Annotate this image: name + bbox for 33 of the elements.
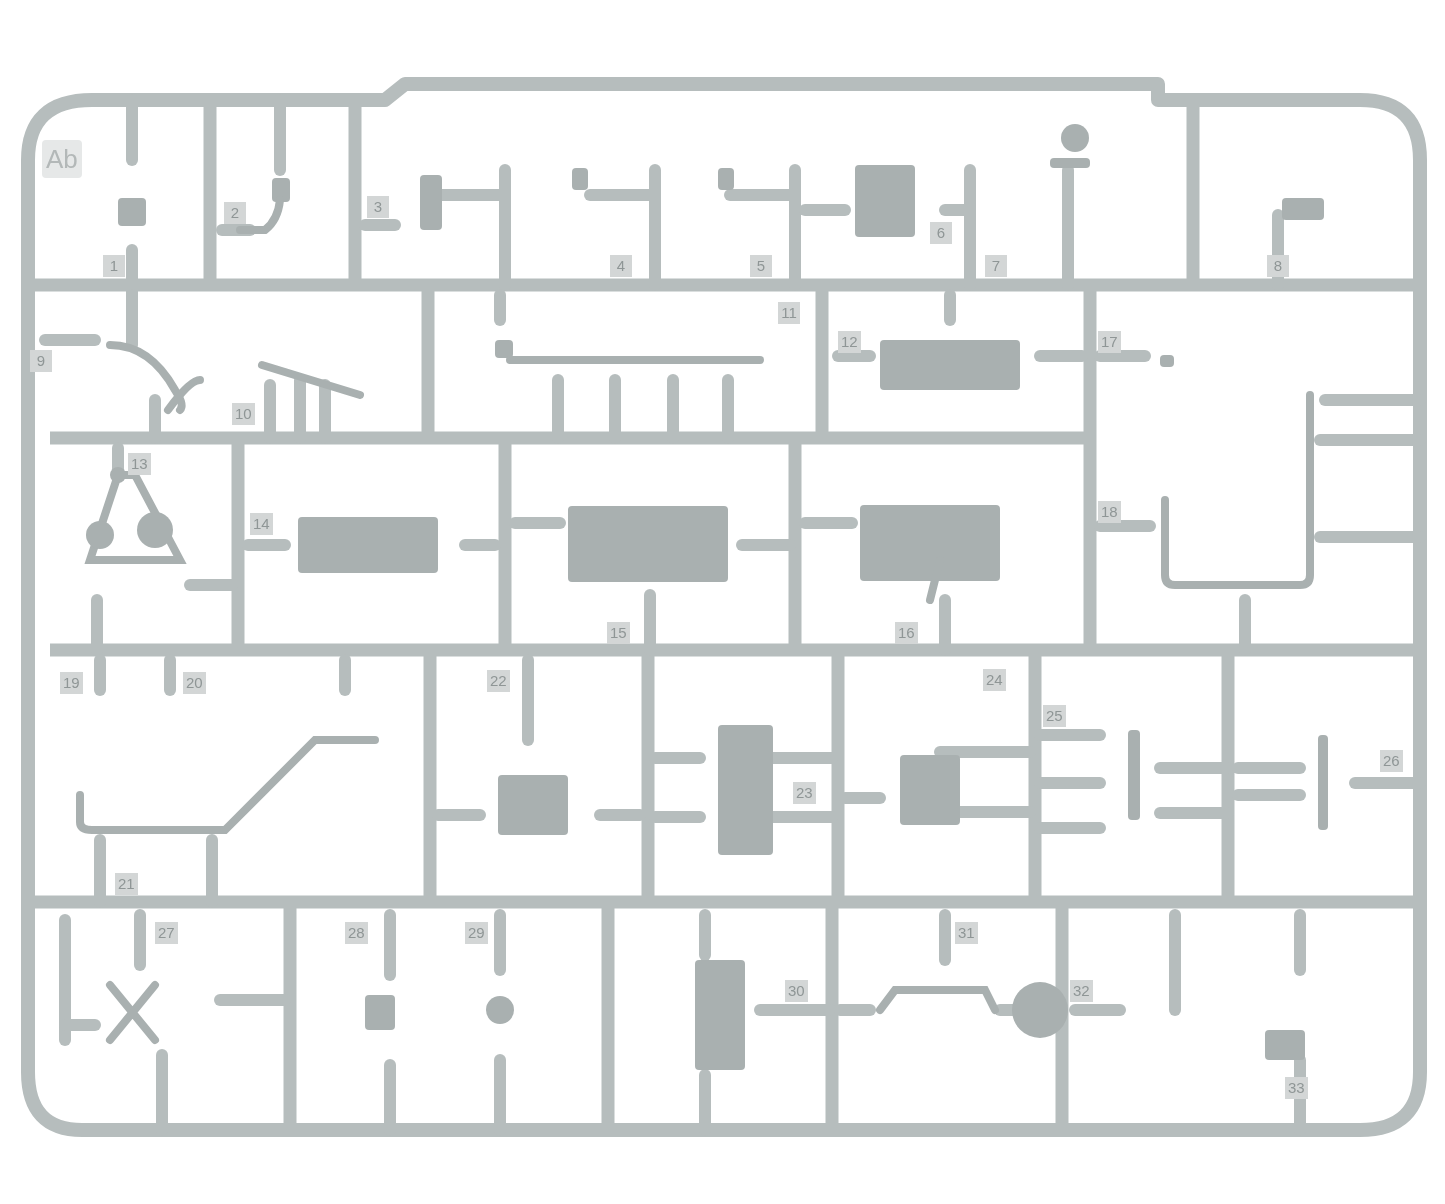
callout-number: 24 [983,669,1006,691]
callout-number: 14 [250,513,273,535]
callout-number: 28 [345,922,368,944]
callout-number: 27 [155,922,178,944]
callout-number: 1 [103,255,125,277]
callout-number: 10 [232,403,255,425]
callout-number: 23 [793,782,816,804]
callout-number: 3 [367,196,389,218]
callout-number: 17 [1098,331,1121,353]
callout-number: 15 [607,622,630,644]
callout-number: 13 [128,453,151,475]
callout-number: 8 [1267,255,1289,277]
callout-number: 11 [778,302,800,324]
callout-number: 16 [895,622,918,644]
callout-number: 33 [1285,1077,1308,1099]
callout-number: 18 [1098,501,1121,523]
callout-number: 4 [610,255,632,277]
callout-number: 25 [1043,705,1066,727]
callout-number: 2 [224,202,246,224]
callout-number: 29 [465,922,488,944]
callout-number: 26 [1380,750,1403,772]
callout-number: 20 [183,672,206,694]
callout-number: 6 [930,222,952,244]
callout-number: 19 [60,672,83,694]
callout-number: 22 [487,670,510,692]
callout-number: 21 [115,873,138,895]
callout-number: 31 [955,922,978,944]
callout-number: 7 [985,255,1007,277]
callout-number: 12 [838,331,861,353]
callout-number: 5 [750,255,772,277]
callout-number: 9 [30,350,52,372]
callout-number: 32 [1070,980,1093,1002]
callout-number: 30 [785,980,808,1002]
